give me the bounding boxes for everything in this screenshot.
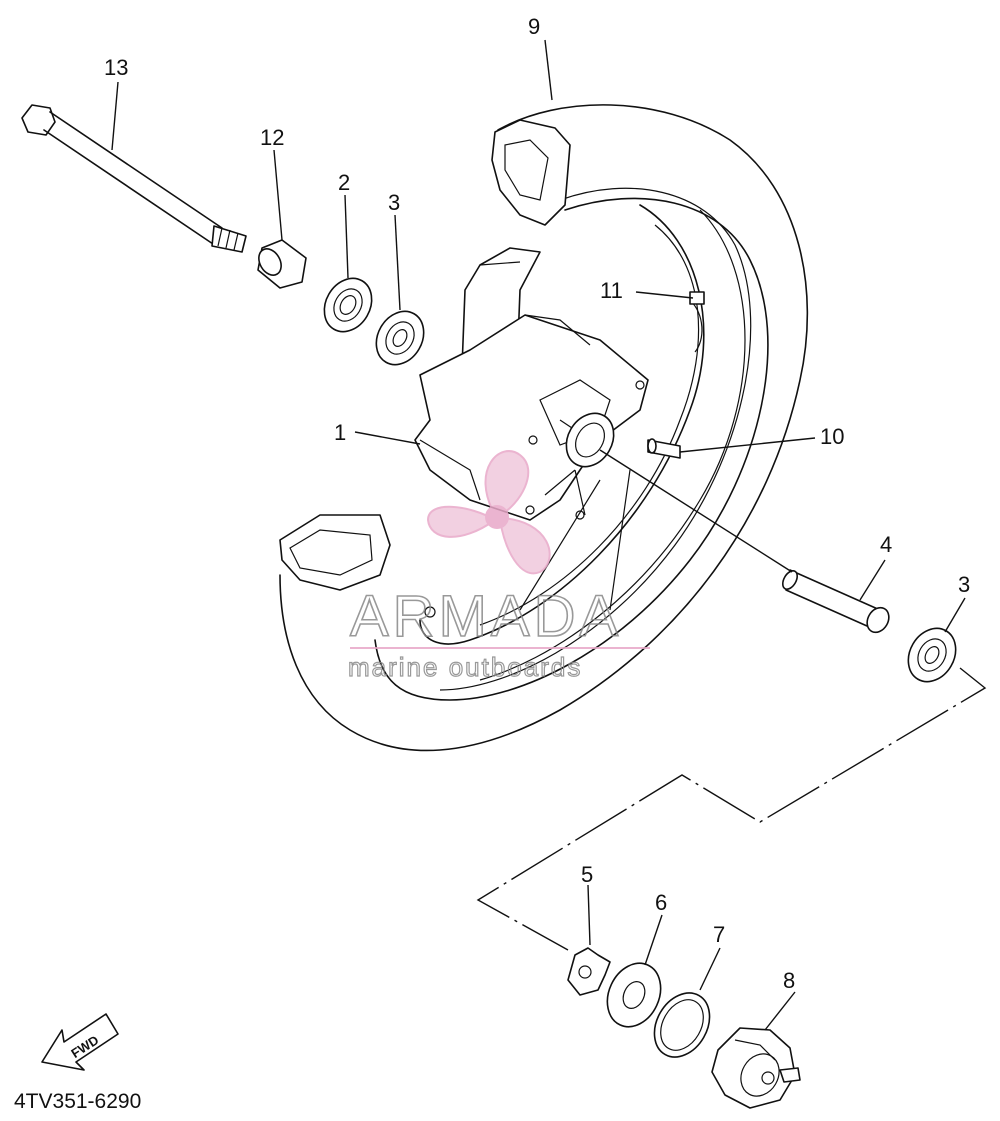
- pin: [647, 438, 681, 459]
- bearing-left: [323, 277, 373, 333]
- callout-10: 11: [600, 278, 623, 303]
- callout-9: 10: [820, 424, 844, 449]
- retainer-clip: [567, 947, 611, 996]
- callouts: 9 13 12 2 3 11 1 10 4 3 5 6 7 8: [104, 14, 970, 993]
- callout-3-upper: 3: [388, 190, 400, 215]
- meter-gear-unit: [711, 1027, 801, 1109]
- callout-1: 1: [334, 420, 346, 445]
- fwd-arrow-icon: FWD: [41, 1013, 119, 1071]
- callout-3-lower: 3: [958, 572, 970, 597]
- spacer: [781, 569, 890, 634]
- callout-13: 13: [104, 55, 128, 80]
- washer: [606, 962, 662, 1028]
- hub: [414, 247, 649, 521]
- callout-8: 9: [528, 14, 540, 39]
- callout-6: 6: [655, 890, 667, 915]
- bearing-lower: [907, 627, 957, 683]
- oil-seal: [653, 992, 711, 1058]
- watermark-tagline: marine outboards: [348, 652, 582, 682]
- axle: [21, 104, 247, 253]
- callout-5: 5: [581, 862, 593, 887]
- leader-lines: [111, 39, 966, 1031]
- tire: [279, 104, 809, 752]
- callout-2: 2: [338, 170, 350, 195]
- callout-12: 12: [260, 125, 284, 150]
- collar: [257, 239, 307, 289]
- callout-4: 4: [880, 532, 892, 557]
- callout-11: 8: [783, 968, 795, 993]
- watermark-brand: ARMADA: [350, 584, 622, 649]
- watermark: ARMADA marine outboards: [347, 450, 650, 683]
- callout-7: 7: [713, 922, 725, 947]
- part-code: 4TV351-6290: [14, 1090, 141, 1113]
- axis-lines: [476, 449, 987, 951]
- bearing-upper: [375, 310, 425, 366]
- watermark-logo: [426, 450, 551, 575]
